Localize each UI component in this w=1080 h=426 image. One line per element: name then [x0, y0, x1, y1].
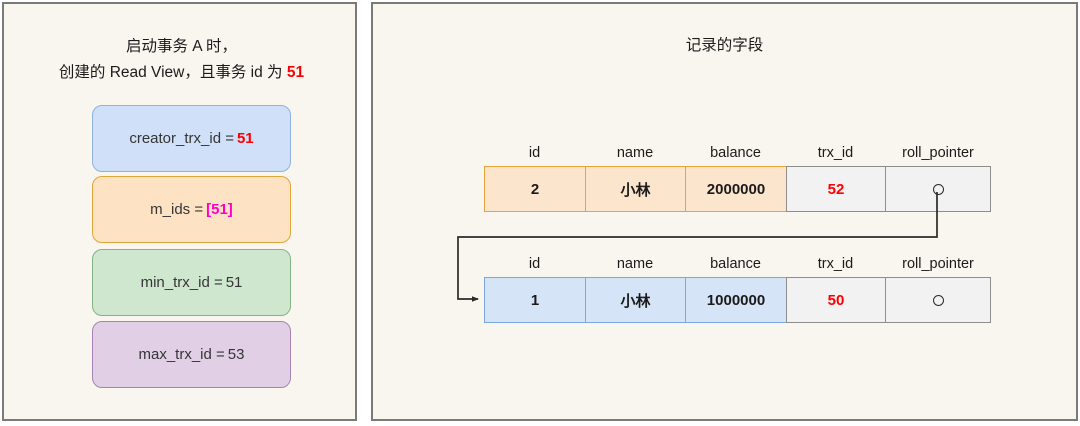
column-header-id: id — [528, 256, 541, 272]
cell-name: 小林 — [585, 277, 685, 323]
record-table-header-row: id name balance trx_id roll_pointer — [484, 251, 991, 277]
read-view-panel: 启动事务 A 时， 创建的 Read View，且事务 id 为 51 creat… — [2, 2, 357, 421]
cell-trx-id: 50 — [786, 277, 885, 323]
record-table-version-2: id name balance trx_id roll_pointer 2 小林… — [484, 140, 991, 212]
trx-id-value: 50 — [827, 291, 845, 309]
column-header-roll-pointer: roll_pointer — [902, 256, 974, 272]
cell-balance: 1000000 — [685, 277, 786, 323]
read-view-field-max-trx-id: max_trx_id = 53 — [92, 321, 291, 388]
read-view-field-value: 51 — [236, 130, 254, 147]
read-view-field-label: m_ids = — [150, 201, 204, 218]
cell-id: 2 — [484, 166, 585, 212]
read-view-field-label: min_trx_id = — [140, 274, 223, 291]
read-view-title-trx-id: 51 — [286, 64, 305, 81]
cell-balance: 2000000 — [685, 166, 786, 212]
record-table-version-1: id name balance trx_id roll_pointer 1 小林… — [484, 251, 991, 323]
read-view-title-line2-prefix: 创建的 Read View，且事务 id 为 — [58, 64, 287, 81]
column-header-roll-pointer: roll_pointer — [902, 145, 974, 161]
pointer-dot-icon — [932, 294, 944, 306]
column-header-balance: balance — [710, 145, 761, 161]
read-view-field-value: [51] — [206, 201, 233, 218]
read-view-field-creator-trx-id: creator_trx_id = 51 — [92, 105, 291, 172]
read-view-field-value: 53 — [227, 346, 245, 363]
cell-roll-pointer — [885, 166, 991, 212]
column-header-balance: balance — [710, 256, 761, 272]
read-view-field-label: creator_trx_id = — [129, 130, 234, 147]
cell-trx-id: 52 — [786, 166, 885, 212]
cell-name: 小林 — [585, 166, 685, 212]
record-fields-panel-title: 记录的字段 — [685, 37, 764, 54]
read-view-field-min-trx-id: min_trx_id = 51 — [92, 249, 291, 316]
record-table-header-row: id name balance trx_id roll_pointer — [484, 140, 991, 166]
table-row: 2 小林 2000000 52 — [484, 166, 991, 212]
read-view-field-value: 51 — [225, 274, 243, 291]
column-header-trx-id: trx_id — [817, 145, 854, 161]
read-view-title-line1: 启动事务 A 时， — [125, 38, 238, 55]
column-header-name: name — [616, 145, 654, 161]
read-view-field-m-ids: m_ids = [51] — [92, 176, 291, 243]
cell-roll-pointer — [885, 277, 991, 323]
read-view-panel-title: 启动事务 A 时， 创建的 Read View，且事务 id 为 51 — [4, 34, 359, 86]
column-header-name: name — [616, 256, 654, 272]
table-row: 1 小林 1000000 50 — [484, 277, 991, 323]
pointer-dot-icon — [932, 183, 944, 195]
column-header-trx-id: trx_id — [817, 256, 854, 272]
cell-id: 1 — [484, 277, 585, 323]
read-view-field-label: max_trx_id = — [138, 346, 225, 363]
trx-id-value: 52 — [827, 180, 845, 198]
column-header-id: id — [528, 145, 541, 161]
